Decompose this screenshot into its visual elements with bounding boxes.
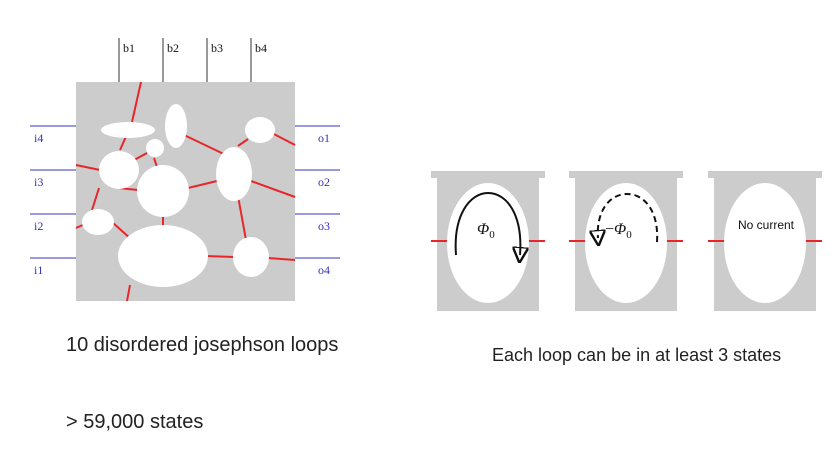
state-count-caption: > 59,000 states [66, 411, 204, 433]
loop-state-no-current: No current [708, 171, 822, 311]
state-top-bar [431, 171, 545, 178]
loop-hole [447, 183, 529, 303]
reverse-current-arrow [598, 192, 659, 242]
loop-hole [216, 147, 252, 201]
terminal-b1-label: b1 [123, 41, 135, 55]
terminal-i2-label: i2 [34, 219, 43, 233]
loop-hole [245, 117, 275, 143]
terminal-i1-label: i1 [34, 263, 43, 277]
terminal-o3-label: o3 [318, 219, 330, 233]
loop-hole [724, 183, 806, 303]
loop-hole [101, 122, 155, 138]
terminal-b2-label: b2 [167, 41, 179, 55]
loop-hole [99, 151, 139, 189]
state-top-bar [569, 171, 683, 178]
network-caption: 10 disordered josephson loops [66, 334, 339, 356]
loop-states-caption: Each loop can be in at least 3 states [492, 345, 782, 365]
junction-link [181, 133, 231, 158]
circulating-current-arrow [454, 191, 521, 255]
no-current-label: No current [738, 218, 795, 232]
negative-flux-quantum-label: −Φ0 [605, 221, 632, 241]
junction-link [91, 187, 100, 211]
state-top-bar [708, 171, 822, 178]
junction-link [237, 195, 247, 241]
terminal-o2-label: o2 [318, 175, 330, 189]
loop-hole [585, 183, 667, 303]
junction-link [187, 180, 218, 189]
junction-link [237, 138, 249, 147]
right-terminals [295, 125, 340, 259]
terminal-o4-label: o4 [318, 263, 330, 277]
junction-link [267, 257, 296, 261]
left-terminals [30, 125, 76, 259]
loop-state-positive-flux: Φ0 [431, 171, 545, 311]
junction-link [250, 180, 296, 198]
junction-link [131, 81, 142, 123]
loop-hole [233, 237, 269, 277]
terminal-o1-label: o1 [318, 131, 330, 145]
junction-link [205, 255, 235, 258]
terminal-i4-label: i4 [34, 131, 43, 145]
loop-hole [146, 139, 164, 157]
terminal-b4-label: b4 [255, 41, 267, 55]
junction-link [75, 164, 101, 171]
loop-network: b1 b2 b3 b4 i4 i3 i2 i1 o1 o2 o3 [30, 38, 340, 302]
loop-hole [165, 104, 187, 148]
loop-hole [137, 165, 189, 217]
terminal-i3-label: i3 [34, 175, 43, 189]
loop-holes [82, 104, 275, 287]
flux-quantum-label: Φ0 [477, 221, 495, 241]
loop-hole [118, 225, 208, 287]
terminal-b3-label: b3 [211, 41, 223, 55]
loop-hole [82, 209, 114, 235]
loop-state-negative-flux: −Φ0 [569, 171, 683, 311]
top-terminals [118, 38, 252, 82]
junction-link [126, 284, 131, 302]
